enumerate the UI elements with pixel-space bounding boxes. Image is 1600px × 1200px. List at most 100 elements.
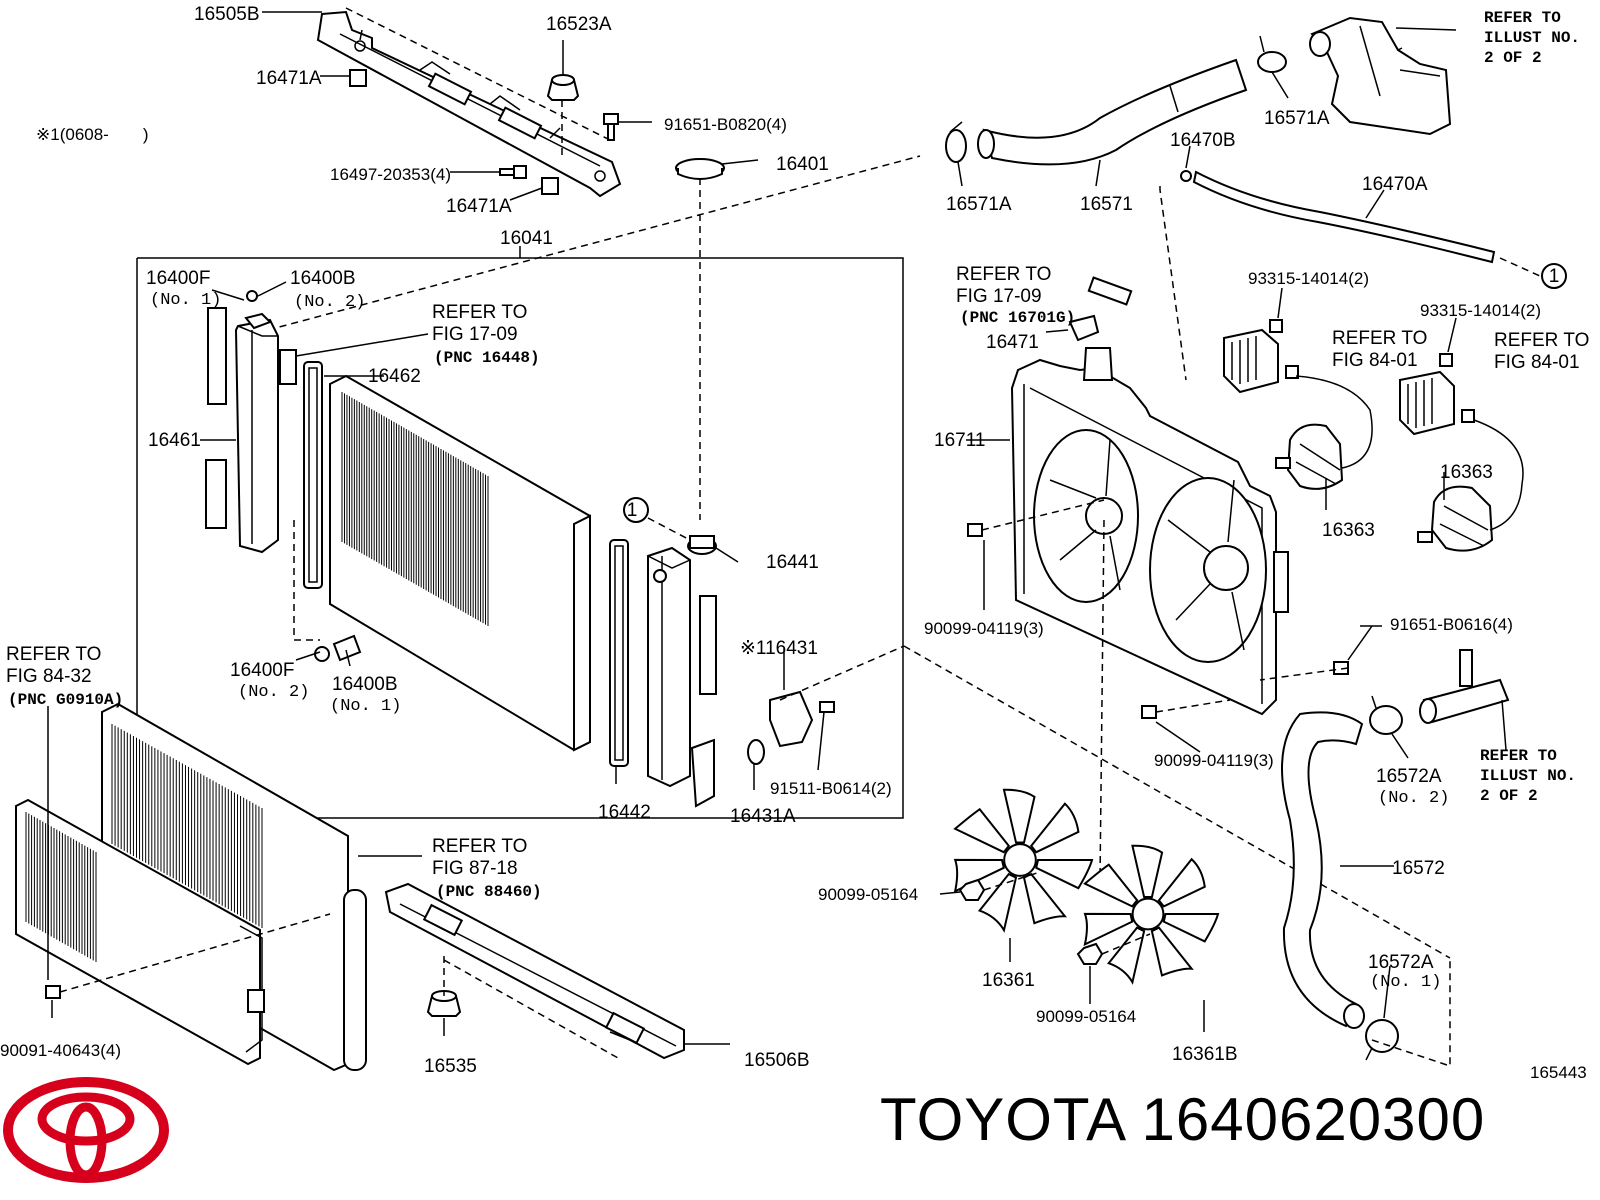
illust-mid-l2: ILLUST NO. [1480, 767, 1576, 785]
label-90099-05164-b: 90099-05164 [1036, 1007, 1136, 1026]
left-tank-16461 [205, 290, 279, 554]
nut-90099-05164-b [1076, 942, 1104, 965]
label-16471A-upper: 16471A [256, 68, 322, 89]
label-16497-20353: 16497-20353(4) [330, 165, 451, 184]
fan-motor-16363-left [1275, 423, 1344, 490]
label-16400B: 16400B [290, 268, 356, 289]
refer-87-18-l1: REFER TO [432, 836, 527, 857]
label-16363-left: 16363 [1322, 520, 1375, 541]
upper-hose-16571 [977, 58, 1248, 166]
condenser-88460 [15, 702, 367, 1072]
refer-84-32-l1: REFER TO [6, 644, 101, 665]
label-16523A: 16523A [546, 14, 612, 35]
label-16431A: 16431A [730, 806, 796, 827]
ref-circle-1-left [623, 497, 649, 523]
label-16361: 16361 [982, 970, 1035, 991]
label-16400F-2: 16400F [230, 660, 294, 681]
label-16361B: 16361B [1172, 1044, 1238, 1065]
label-90099-04119-b: 90099-04119(3) [1154, 751, 1274, 770]
label-16400B-no: (No. 2) [294, 293, 365, 312]
illust-mid-l1: REFER TO [1480, 747, 1557, 765]
refer-84-01-b-l2: FIG 84-01 [1494, 352, 1580, 373]
cap-16471 [1045, 314, 1100, 342]
water-outlet [1309, 16, 1452, 136]
fan-16361B [1083, 844, 1220, 985]
drain-cock-16431A [747, 690, 835, 765]
label-16400B-2: 16400B [332, 674, 398, 695]
refer-84-01-a-l1: REFER TO [1332, 328, 1427, 349]
bolt-91651-B0820 [603, 113, 619, 141]
label-16572A-no2-no: (No. 2) [1378, 789, 1449, 808]
refer-a-l2: FIG 17-09 [432, 324, 518, 345]
label-16400B-2-no: (No. 1) [330, 697, 401, 716]
refer-a-pnc: (PNC 16448) [434, 349, 540, 367]
label-16571A-left: 16571A [946, 194, 1012, 215]
label-16471A-lower: 16471A [446, 196, 512, 217]
fan-relay-left [1223, 328, 1299, 394]
label-93315-a: 93315-14014(2) [1248, 269, 1369, 288]
radiator-core [329, 374, 591, 752]
figure-id: 165443 [1530, 1063, 1587, 1082]
pipe-lower [1419, 649, 1510, 724]
plug-16400B-lower [332, 634, 362, 662]
label-16462: 16462 [368, 366, 421, 387]
label-16506B: 16506B [744, 1050, 810, 1071]
label-16363-right: 16363 [1440, 462, 1493, 483]
label-16571: 16571 [1080, 194, 1133, 215]
clip-16471A-lower [541, 177, 559, 195]
nut-90099-05164-a [958, 878, 986, 901]
fan-shroud-16711 [1010, 347, 1289, 716]
label-16401: 16401 [776, 154, 829, 175]
label-90099-04119-a: 90099-04119(3) [924, 619, 1044, 638]
right-tank-16441 [647, 535, 717, 808]
radiator-assembly-box [136, 257, 904, 819]
insulator-16448 [279, 349, 297, 385]
refer-b-pnc: (PNC 16701G) [960, 309, 1075, 327]
label-16470A: 16470A [1362, 174, 1428, 195]
label-116431: ※116431 [740, 638, 818, 659]
refer-84-01-a-l2: FIG 84-01 [1332, 350, 1418, 371]
note-1: ※1(0608- ) [36, 125, 149, 144]
label-16535: 16535 [424, 1056, 477, 1077]
label-16571A-right: 16571A [1264, 108, 1330, 129]
clip-16471A-upper [349, 69, 367, 87]
label-91651-B0820: 91651-B0820(4) [664, 115, 787, 134]
label-91511-B0614: 91511-B0614(2) [770, 779, 892, 798]
refer-84-32-pnc: (PNC G0910A) [8, 691, 123, 709]
clip-16470B [1180, 170, 1192, 182]
ref-circle-1-left-text: 1 [627, 500, 638, 521]
refer-b-l2: FIG 17-09 [956, 286, 1042, 307]
brand-title: TOYOTA 1640620300 [880, 1086, 1486, 1153]
screw-93315-left [1269, 319, 1283, 333]
clamp-16572A-no2 [1369, 695, 1403, 735]
refer-b-l1: REFER TO [956, 264, 1051, 285]
label-16471: 16471 [986, 332, 1039, 353]
refer-84-01-b-l1: REFER TO [1494, 330, 1589, 351]
refer-87-18-pnc: (PNC 88460) [436, 883, 542, 901]
illust-top-l2: ILLUST NO. [1484, 29, 1580, 47]
label-16400F-no: (No. 1) [150, 291, 221, 310]
label-90099-05164-a: 90099-05164 [818, 885, 918, 904]
label-16461: 16461 [148, 430, 201, 451]
label-16572: 16572 [1392, 858, 1445, 879]
lower-support-16506B [384, 882, 685, 1060]
lower-hose-16572 [1281, 711, 1365, 1029]
refer-a-l1: REFER TO [432, 302, 527, 323]
label-16711: 16711 [934, 430, 985, 451]
clamp-16571A-left [945, 121, 967, 163]
upper-radiator-support [316, 10, 622, 198]
illust-top-l3: 2 OF 2 [1484, 49, 1542, 67]
refer-84-32-l2: FIG 84-32 [6, 666, 92, 687]
label-16701G [1087, 276, 1133, 306]
clamp-16572A-no1 [1365, 1019, 1399, 1061]
label-16400F: 16400F [146, 268, 210, 289]
label-16572A-no1-no: (No. 1) [1370, 973, 1441, 992]
fan-relay-right [1399, 370, 1475, 436]
screw-93315-right [1439, 353, 1453, 367]
rubber-mount-16523A [546, 40, 580, 101]
toyota-logo-icon [3, 1077, 169, 1183]
label-16505B: 16505B [194, 4, 260, 25]
label-16572A-no1: 16572A [1368, 952, 1434, 973]
